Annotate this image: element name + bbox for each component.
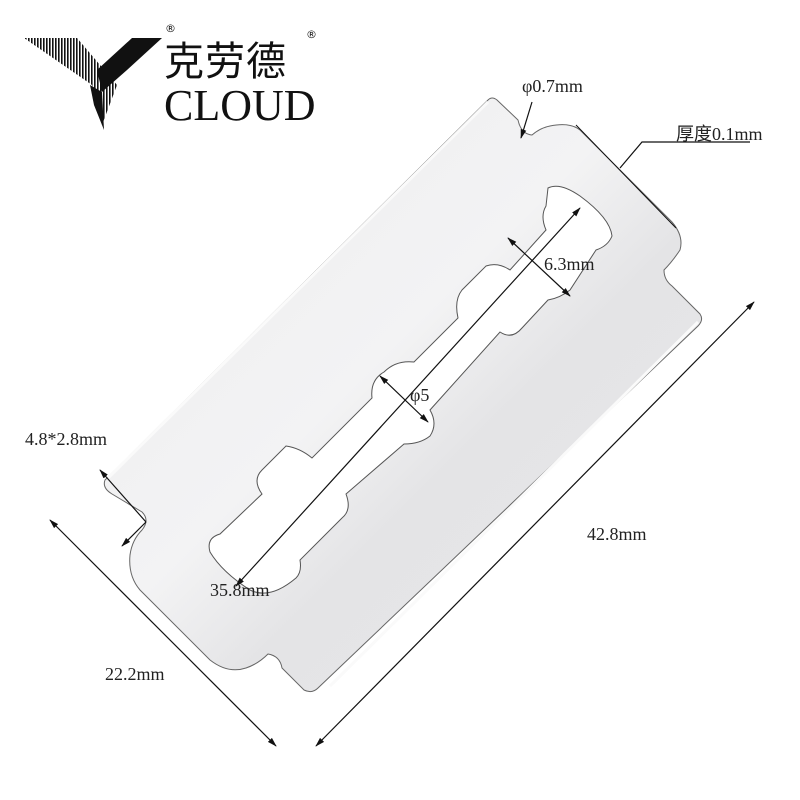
label-slot-length: 35.8mm (210, 580, 270, 600)
label-thickness: 厚度0.1mm (676, 124, 763, 144)
brand-name-en: CLOUD (164, 81, 316, 130)
label-blade-width: 22.2mm (105, 664, 165, 684)
label-slot-width: 6.3mm (544, 254, 595, 274)
label-hole-diameter: φ0.7mm (522, 76, 583, 96)
registered-mark: ® (306, 28, 317, 41)
dimension-line-blade-length (315, 301, 755, 747)
dimension-line-blade-width (49, 519, 277, 747)
brand-logo: ® 克劳德 ® CLOUD (22, 22, 322, 132)
dimension-line-slot-width (507, 237, 571, 297)
leader-line-hole (520, 101, 533, 139)
dimension-line-notch (99, 469, 147, 523)
leader-line-thickness (619, 141, 750, 169)
label-blade-length: 42.8mm (587, 524, 647, 544)
registered-mark: ® (165, 22, 176, 35)
label-notch-size: 4.8*2.8mm (25, 429, 108, 449)
label-center-hole: φ5 (410, 385, 430, 405)
brand-name-cn: 克劳德 (164, 39, 287, 85)
logo-mark-icon (24, 38, 162, 130)
